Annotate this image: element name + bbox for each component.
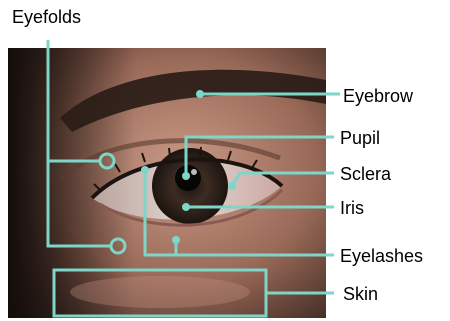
skin-label: Skin (343, 285, 378, 303)
sclera-label: Sclera (340, 165, 391, 183)
iris-label: Iris (340, 199, 364, 217)
pupil-label: Pupil (340, 129, 380, 147)
eyebrow-label: Eyebrow (343, 87, 413, 105)
eyefolds-label: Eyefolds (12, 8, 81, 26)
eye-photo (8, 48, 326, 318)
eyelashes-label: Eyelashes (340, 247, 423, 265)
